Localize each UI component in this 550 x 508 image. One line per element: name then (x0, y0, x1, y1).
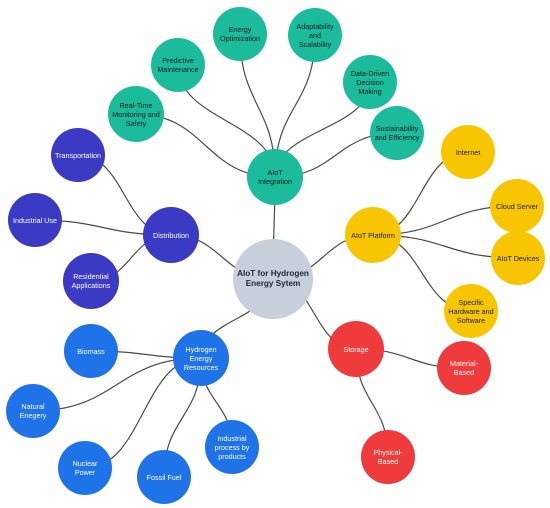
node-label: AIoT Integration (258, 168, 292, 186)
node-industrial-use: Industrial Use (8, 193, 62, 247)
node-label: AIoT Devices (496, 253, 540, 263)
node-predictive-maintenance: Predictive Maintenance (151, 38, 205, 92)
node-label: Industrial process by products (214, 433, 250, 461)
node-label: Sustainability and Efficiency (374, 124, 420, 142)
node-energy-optimization: Energy Optimization (213, 7, 267, 61)
node-label: Residential Applications (71, 272, 111, 290)
node-label: AIoT for Hydrogen Energy Sytem (237, 268, 309, 288)
node-label: Nuclear Power (72, 459, 98, 477)
node-label: Natural Enegery (19, 402, 47, 420)
node-label: Predictive Maintenance (157, 56, 199, 74)
node-label: Adaptability and Scalability (296, 21, 334, 49)
node-storage: Storage (328, 321, 384, 377)
node-label: Energy Optimization (220, 25, 260, 43)
node-specific-hw-sw: Specific Hardware and Software (444, 284, 498, 338)
node-label: Data-Driven Decision Making (350, 68, 390, 96)
node-label: Physical- Based (373, 448, 403, 466)
node-label: Storage (343, 344, 369, 354)
node-platform: AIoT Platform (345, 207, 401, 263)
node-label: Internet (455, 147, 481, 157)
node-aiot-devices: AIoT Devices (491, 231, 545, 285)
node-natural-energy: Natural Enegery (6, 384, 60, 438)
node-label: Biomass (77, 346, 105, 356)
node-label: Fossil Fuel (146, 472, 182, 482)
node-label: Cloud Server (496, 201, 538, 211)
node-label: Distribution (153, 230, 189, 240)
node-material-based: Material-Based (437, 341, 491, 395)
node-industrial-process: Industrial process by products (205, 420, 259, 474)
node-label: Transportation (54, 150, 102, 160)
node-nuclear-power: Nuclear Power (58, 441, 112, 495)
node-adaptability: Adaptability and Scalability (288, 8, 342, 62)
node-integration: AIoT Integration (247, 149, 303, 205)
node-residential: Residential Applications (63, 253, 119, 309)
node-resources: Hydrogen Energy Resources (173, 330, 229, 386)
node-sustainability: Sustainability and Efficiency (370, 106, 424, 160)
node-internet: Internet (441, 125, 495, 179)
node-label: Real-Time Monitoring and Safety (112, 100, 160, 128)
node-data-driven: Data-Driven Decision Making (343, 55, 397, 109)
node-realtime-monitoring: Real-Time Monitoring and Safety (108, 86, 164, 142)
node-distribution: Distribution (143, 207, 199, 263)
node-cloud-server: Cloud Server (490, 179, 544, 233)
node-label: Industrial Use (13, 215, 57, 225)
node-center: AIoT for Hydrogen Energy Sytem (233, 239, 313, 319)
node-label: Material-Based (450, 359, 478, 377)
node-fossil-fuel: Fossil Fuel (137, 450, 191, 504)
node-label: Hydrogen Energy Resources (183, 344, 219, 372)
node-label: Specific Hardware and Software (448, 297, 494, 325)
node-biomass: Biomass (64, 324, 118, 378)
node-transportation: Transportation (51, 128, 105, 182)
node-label: AIoT Platform (351, 230, 395, 240)
node-physical-based: Physical- Based (361, 430, 415, 484)
